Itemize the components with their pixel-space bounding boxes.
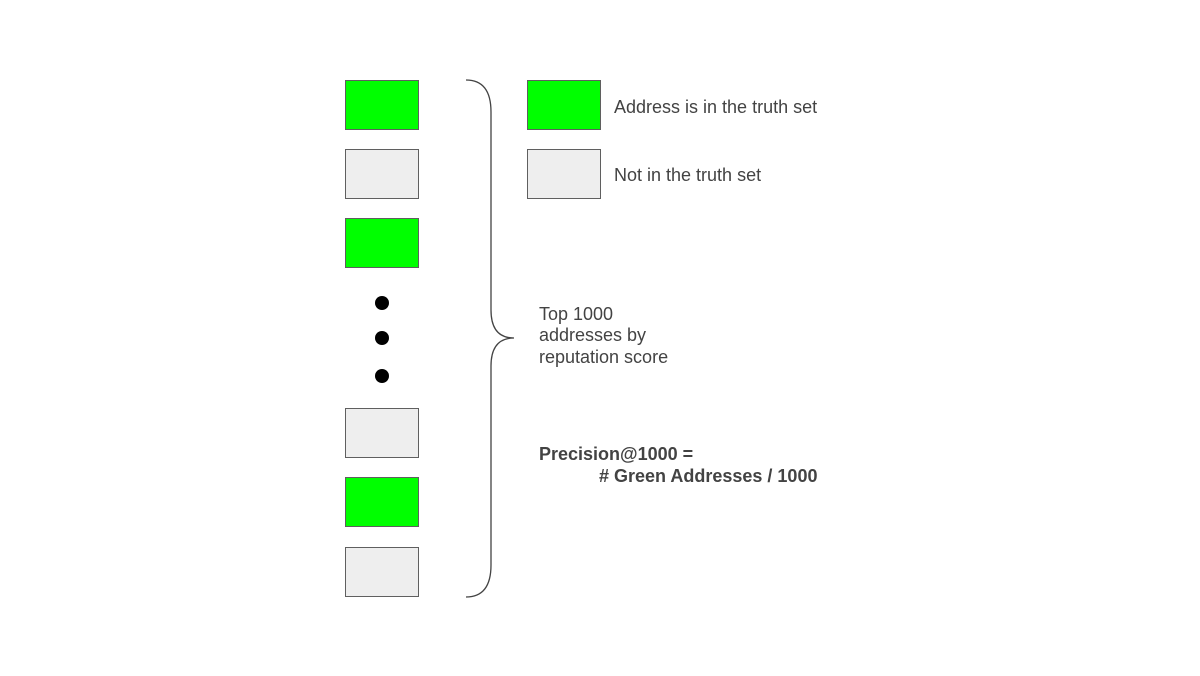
legend-swatch-green bbox=[527, 80, 601, 130]
formula-line-2: # Green Addresses / 1000 bbox=[599, 466, 818, 486]
ranked-box-4-gray bbox=[345, 408, 419, 458]
legend-label-not-in-truth-set: Not in the truth set bbox=[614, 165, 762, 185]
brace-label-line-1: Top 1000 bbox=[539, 304, 614, 324]
ranked-box-6-gray bbox=[345, 547, 419, 597]
formula-line-1: Precision@1000 = bbox=[539, 444, 694, 464]
ranked-box-5-green bbox=[345, 477, 419, 527]
legend-swatch-gray bbox=[527, 149, 601, 199]
brace-label-line-2: addresses by bbox=[539, 325, 647, 345]
ranked-box-2-gray bbox=[345, 149, 419, 199]
ranked-box-1-green bbox=[345, 80, 419, 130]
ellipsis-dot-2 bbox=[375, 331, 389, 345]
legend-label-in-truth-set: Address is in the truth set bbox=[614, 97, 818, 117]
ellipsis-dot-3 bbox=[375, 369, 389, 383]
brace-label-line-3: reputation score bbox=[539, 347, 669, 367]
ranked-box-3-green bbox=[345, 218, 419, 268]
ellipsis-dot-1 bbox=[375, 296, 389, 310]
